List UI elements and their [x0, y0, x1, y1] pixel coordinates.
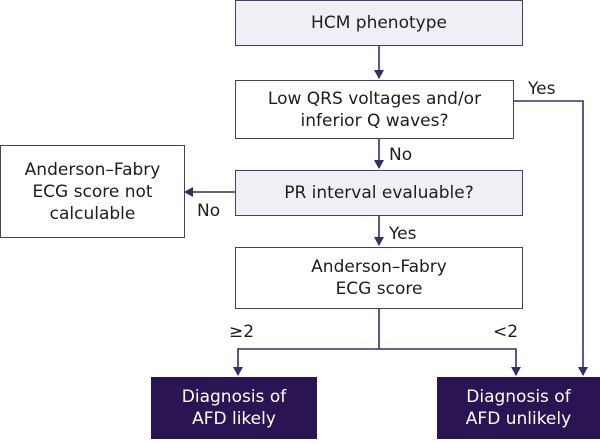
node-hcm-phenotype-text: HCM phenotype — [311, 13, 447, 33]
edge-label-score-lt2: <2 — [493, 322, 519, 342]
node-afd-likely: Diagnosis of AFD likely — [151, 377, 317, 439]
arrow-score-ge2-to-likely — [233, 348, 379, 376]
node-hcm-phenotype: HCM phenotype — [235, 0, 523, 46]
node-score-not-calculable-line2: ECG score not — [32, 181, 153, 202]
arrow-score-lt2-to-unlikely — [379, 348, 521, 376]
node-score-not-calculable-line1: Anderson–Fabry — [24, 159, 161, 180]
arrow-qrs-yes-to-unlikely — [514, 100, 588, 376]
node-afd-unlikely-line1: Diagnosis of — [466, 387, 571, 407]
node-af-ecg-score-line1: Anderson–Fabry — [311, 257, 447, 277]
node-afd-likely-line2: AFD likely — [192, 409, 276, 429]
edge-label-pr-yes: Yes — [389, 224, 417, 244]
edge-label-qrs-yes: Yes — [528, 79, 556, 99]
node-score-not-calculable-line3: calculable — [49, 203, 136, 224]
node-afd-unlikely-line2: AFD unlikely — [465, 409, 572, 429]
node-qrs-question-line1: Low QRS voltages and/or — [267, 88, 482, 109]
edge-label-pr-no: No — [197, 201, 221, 221]
node-afd-unlikely: Diagnosis of AFD unlikely — [437, 377, 600, 439]
node-pr-interval-text: PR interval evaluable? — [284, 183, 474, 203]
node-qrs-question: Low QRS voltages and/or inferior Q waves… — [235, 80, 514, 139]
node-af-ecg-score-line2: ECG score — [335, 279, 423, 299]
edge-label-score-ge2: ≥2 — [229, 322, 255, 342]
node-pr-interval: PR interval evaluable? — [235, 170, 523, 216]
node-score-not-calculable: Anderson–Fabry ECG score not calculable — [0, 145, 185, 238]
node-afd-likely-line1: Diagnosis of — [181, 387, 287, 407]
node-af-ecg-score: Anderson–Fabry ECG score — [235, 247, 523, 309]
edge-label-qrs-no: No — [389, 145, 413, 165]
node-qrs-question-line2: inferior Q waves? — [300, 110, 449, 131]
